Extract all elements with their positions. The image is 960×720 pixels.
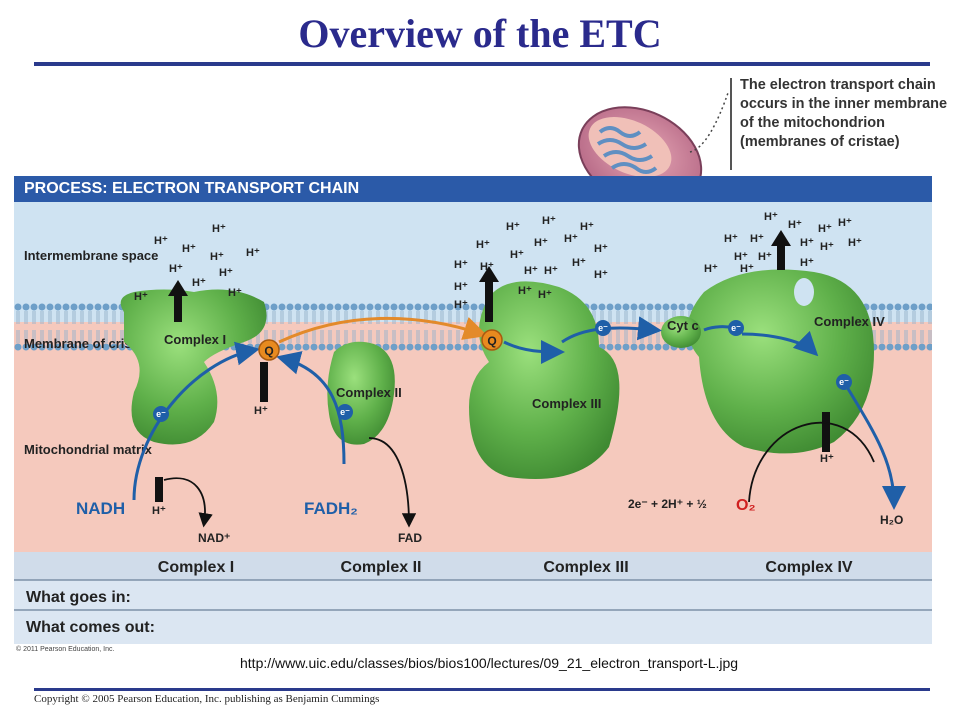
proton-labels: H⁺ H⁺ H⁺ H⁺ H⁺ H⁺ H⁺ H⁺ H⁺ H⁺ H⁺ H⁺ H⁺ H…: [134, 211, 862, 517]
reaction-label: 2e⁻ + 2H⁺ + ½: [628, 497, 707, 511]
svg-text:H⁺: H⁺: [228, 287, 242, 299]
electron-label-2: e⁻: [340, 407, 350, 417]
svg-text:H⁺: H⁺: [724, 233, 738, 245]
svg-text:H⁺: H⁺: [154, 235, 168, 247]
svg-text:H⁺: H⁺: [134, 291, 148, 303]
complex-i-label: Complex I: [164, 332, 226, 347]
matrix-label: Mitochondrial matrix: [24, 442, 153, 457]
cyt-c-shape: [661, 316, 701, 348]
svg-text:H⁺: H⁺: [454, 299, 468, 311]
table-header-complex-iv: Complex IV: [765, 559, 852, 576]
fadh2-label: FADH₂: [304, 499, 358, 518]
svg-text:H⁺: H⁺: [818, 223, 832, 235]
svg-text:H⁺: H⁺: [182, 243, 196, 255]
complex-iv-pore: [794, 278, 814, 306]
complex-iv-shape: [687, 269, 874, 454]
svg-text:H⁺: H⁺: [506, 221, 520, 233]
svg-text:H⁺: H⁺: [538, 289, 552, 301]
svg-text:H⁺: H⁺: [820, 453, 834, 465]
svg-text:H⁺: H⁺: [838, 217, 852, 229]
svg-text:H⁺: H⁺: [572, 257, 586, 269]
svg-text:H⁺: H⁺: [192, 277, 206, 289]
svg-text:H⁺: H⁺: [524, 265, 538, 277]
svg-text:H⁺: H⁺: [518, 285, 532, 297]
svg-text:H⁺: H⁺: [510, 249, 524, 261]
h2o-label: H₂O: [880, 513, 903, 527]
svg-text:H⁺: H⁺: [704, 263, 718, 275]
svg-text:H⁺: H⁺: [542, 215, 556, 227]
svg-text:H⁺: H⁺: [454, 281, 468, 293]
svg-text:H⁺: H⁺: [594, 243, 608, 255]
svg-text:H⁺: H⁺: [734, 251, 748, 263]
row-label-goes-in: What goes in:: [26, 589, 131, 606]
complex-ii-label: Complex II: [336, 385, 402, 400]
membrane-label: Membrane of cristae: [24, 336, 150, 351]
summary-table: Complex I Complex II Complex III Complex…: [14, 552, 932, 644]
svg-text:H⁺: H⁺: [246, 247, 260, 259]
nadh-label: NADH: [76, 499, 125, 518]
svg-text:H⁺: H⁺: [800, 257, 814, 269]
callout-bracket: [730, 78, 732, 170]
electron-label-5: e⁻: [839, 377, 849, 387]
intermembrane-label: Intermembrane space: [24, 248, 158, 263]
svg-text:H⁺: H⁺: [169, 263, 183, 275]
electron-label-4: e⁻: [731, 323, 741, 333]
table-header-complex-i: Complex I: [158, 559, 234, 576]
location-callout: The electron transport chain occurs in t…: [740, 77, 948, 150]
svg-text:H⁺: H⁺: [480, 261, 494, 273]
complex-iv-label: Complex IV: [814, 314, 885, 329]
svg-text:H⁺: H⁺: [740, 263, 754, 275]
complex-i-shape: [120, 289, 267, 445]
svg-text:H⁺: H⁺: [152, 505, 166, 517]
svg-text:Q: Q: [264, 344, 273, 358]
svg-text:H⁺: H⁺: [580, 221, 594, 233]
svg-text:H⁺: H⁺: [212, 223, 226, 235]
svg-text:H⁺: H⁺: [594, 269, 608, 281]
source-url: http://www.uic.edu/classes/bios/bios100/…: [240, 655, 739, 671]
svg-text:H⁺: H⁺: [534, 237, 548, 249]
cyt-c-label: Cyt c: [667, 318, 699, 333]
complex-iii-label: Complex III: [532, 396, 601, 411]
footer-copyright: Copyright © 2005 Pearson Education, Inc.…: [34, 693, 380, 705]
footer-rule: [34, 688, 930, 691]
svg-text:H⁺: H⁺: [758, 251, 772, 263]
svg-text:H⁺: H⁺: [454, 259, 468, 271]
svg-text:H⁺: H⁺: [820, 241, 834, 253]
q-badge-2: Q: [481, 329, 503, 351]
svg-text:H⁺: H⁺: [764, 211, 778, 223]
svg-text:H⁺: H⁺: [750, 233, 764, 245]
o2-label: O₂: [736, 497, 756, 514]
etc-diagram: Intermembrane space Membrane of cristae …: [14, 202, 932, 552]
svg-text:H⁺: H⁺: [210, 251, 224, 263]
svg-text:H⁺: H⁺: [564, 233, 578, 245]
pearson-copyright-small: © 2011 Pearson Education, Inc.: [16, 646, 115, 653]
electron-label-3: e⁻: [598, 323, 608, 333]
complex-iii-shape: [469, 281, 620, 479]
svg-text:H⁺: H⁺: [476, 239, 490, 251]
svg-text:H⁺: H⁺: [219, 267, 233, 279]
fad-label: FAD: [398, 531, 422, 545]
svg-text:H⁺: H⁺: [544, 265, 558, 277]
electron-label-1: e⁻: [156, 409, 166, 419]
title-rule: [34, 62, 930, 66]
row-label-comes-out: What comes out:: [26, 619, 155, 636]
svg-text:Q: Q: [487, 334, 496, 348]
svg-text:H⁺: H⁺: [788, 219, 802, 231]
svg-text:H⁺: H⁺: [800, 237, 814, 249]
process-banner: PROCESS: ELECTRON TRANSPORT CHAIN: [14, 176, 932, 202]
q-badge-1: Q: [258, 339, 280, 361]
table-header-complex-ii: Complex II: [341, 559, 422, 576]
nad-label: NAD⁺: [198, 531, 230, 545]
table-header-complex-iii: Complex III: [543, 559, 628, 576]
svg-text:H⁺: H⁺: [254, 405, 268, 417]
svg-text:H⁺: H⁺: [848, 237, 862, 249]
slide-title: Overview of the ETC: [298, 11, 662, 56]
